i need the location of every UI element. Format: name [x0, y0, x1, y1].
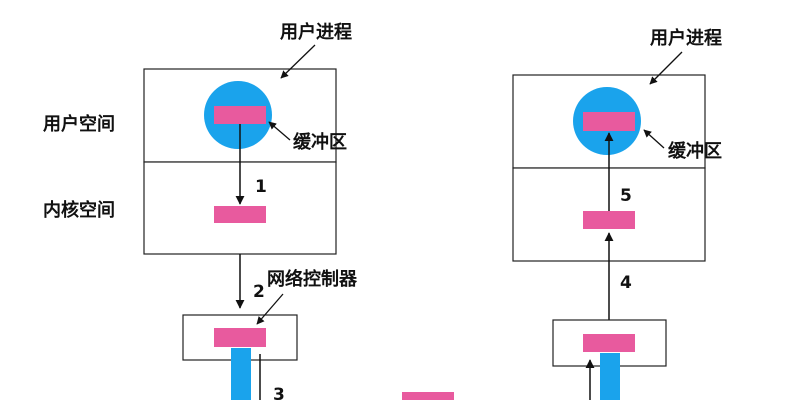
right-host [512, 51, 706, 400]
left-buffer-pointer [268, 121, 291, 141]
left-controller-pointer [256, 293, 284, 325]
in-transit-buffer-block [402, 392, 454, 404]
left-buffer-label: 缓冲区 [293, 131, 347, 153]
left-host [143, 44, 337, 400]
right-kernel-buffer-block [583, 211, 635, 229]
left-user-buffer-block [214, 106, 266, 124]
step-2-label: 2 [253, 282, 265, 302]
right-user-process-label: 用户进程 [650, 27, 722, 49]
right-user-buffer-block [583, 112, 635, 131]
right-controller-buffer-block [583, 334, 635, 352]
right-network-cable [600, 353, 620, 400]
left-user-process-label: 用户进程 [280, 21, 352, 43]
left-user-process-pointer [280, 44, 316, 79]
left-kernel-buffer-block [214, 206, 266, 223]
right-buffer-label: 缓冲区 [668, 140, 722, 162]
network-controller-label: 网络控制器 [267, 268, 358, 290]
step-3-label: 3 [273, 385, 285, 400]
kernel-space-label: 内核空间 [43, 199, 115, 221]
left-controller-buffer-block [214, 328, 266, 347]
step-5-label: 5 [620, 186, 632, 206]
step-4-label: 4 [620, 273, 632, 293]
right-user-process-pointer [649, 51, 683, 85]
user-space-label: 用户空间 [43, 113, 115, 135]
step-1-label: 1 [255, 177, 267, 197]
right-buffer-pointer [643, 129, 665, 149]
left-network-cable [231, 348, 251, 400]
